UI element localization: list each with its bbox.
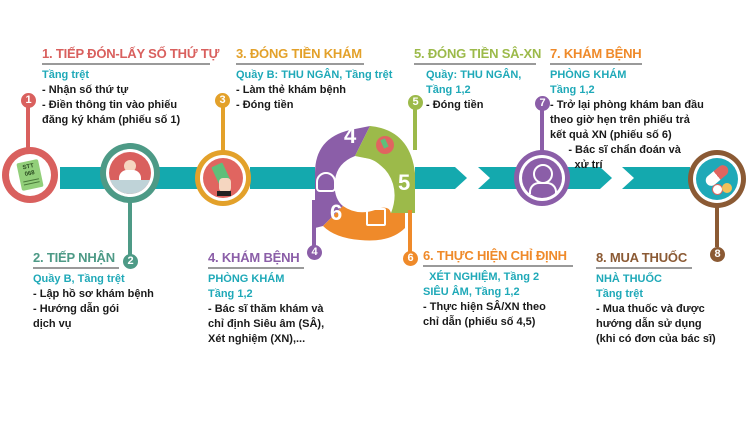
step-3-node[interactable] — [195, 150, 251, 206]
step-8-location: NHÀ THUỐC — [596, 273, 662, 285]
step-4-location: PHÒNG KHÁM — [208, 273, 285, 285]
step-3-title: 3. ĐÓNG TIỀN KHÁM — [236, 46, 364, 65]
ring-label-5: 5 — [398, 170, 411, 195]
step-4-connector — [312, 200, 316, 252]
step-2-title: 2. TIẾP NHẬN — [33, 250, 119, 269]
step-4-title: 4. KHÁM BỆNH — [208, 250, 304, 269]
step-5-badge: 5 — [408, 95, 423, 110]
step-8-connector — [715, 207, 719, 247]
receptionist-icon — [109, 152, 151, 194]
step-5-connector — [413, 104, 417, 150]
ticket-icon: STT 068 — [16, 159, 44, 191]
step-1-location: Tầng trệt — [42, 69, 90, 81]
money-hand-icon — [203, 158, 243, 198]
pills-icon — [696, 158, 738, 200]
step-4-badge: 4 — [307, 245, 322, 260]
step-6-location: XÉT NGHIỆM, Tầng 2 — [423, 271, 540, 283]
step-1-badge: 1 — [21, 93, 36, 108]
doctor-icon — [316, 172, 336, 192]
step-6-connector — [408, 210, 412, 254]
step-7-badge: 7 — [535, 96, 550, 111]
step-7-node[interactable] — [514, 150, 570, 206]
step-2-node[interactable] — [100, 143, 160, 203]
step-3-location: Quầy B: THU NGÂN, Tầng trệt — [236, 69, 393, 81]
step-8-title: 8. MUA THUỐC — [596, 250, 692, 269]
ring-label-4: 4 — [344, 123, 357, 148]
step-2-badge: 2 — [123, 254, 138, 269]
step-1-node[interactable]: STT 068 — [2, 147, 58, 203]
step-5-location: Quầy: THU NGÂN, — [426, 69, 522, 81]
step-3-connector — [221, 104, 225, 154]
cycle-ring — [315, 126, 415, 241]
step-8-node[interactable] — [688, 150, 746, 208]
step-6-title: 6. THỰC HIỆN CHỈ ĐỊNH — [423, 248, 573, 267]
step-1-title: 1. TIẾP ĐÓN-LẤY SỐ THỨ TỰ — [42, 46, 219, 65]
step-2-connector — [128, 202, 132, 256]
step-5-title: 5. ĐÓNG TIỀN SÂ-XN — [414, 46, 541, 65]
lab-equipment-icon — [366, 208, 386, 226]
money-hand-icon — [376, 136, 394, 154]
step-6-badge: 6 — [403, 251, 418, 266]
step-3-badge: 3 — [215, 93, 230, 108]
step-1-connector — [26, 100, 30, 150]
step-8-badge: 8 — [710, 247, 725, 262]
ring-label-6: 6 — [330, 200, 343, 225]
step-2-location: Quầy B, Tầng trệt — [33, 273, 125, 285]
step-7-connector — [540, 106, 544, 154]
step-7-location: PHÒNG KHÁM — [550, 69, 627, 81]
step-7-title: 7. KHÁM BỆNH — [550, 46, 642, 65]
